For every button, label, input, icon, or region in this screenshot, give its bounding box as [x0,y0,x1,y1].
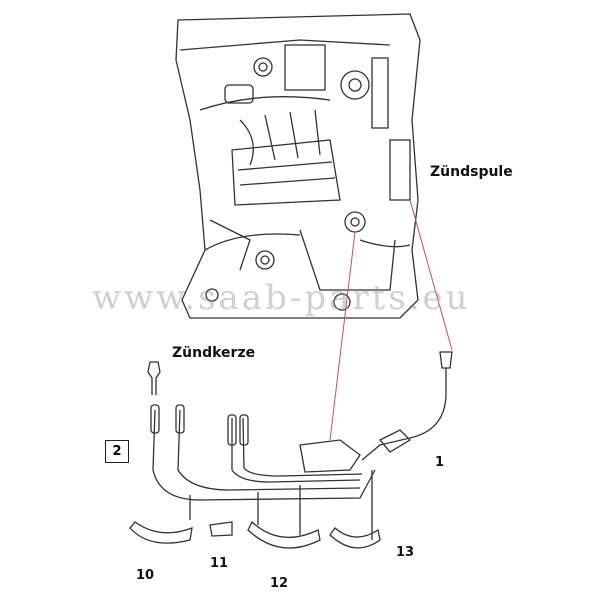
label-spark-plug: Zündkerze [172,345,256,361]
engine-bay-outline [175,13,421,319]
part-number-13: 13 [396,545,415,560]
clip-11 [209,521,233,537]
clip-10 [129,521,193,544]
leader-line-coil [409,199,453,351]
part-number-10: 10 [136,568,155,583]
part-number-1: 1 [435,455,445,470]
clip-12 [247,520,321,549]
clip-13 [329,527,381,549]
leader-line-distributor [329,231,356,441]
watermark: www.saab-parts.eu [92,278,471,318]
ignition-leads [152,409,376,501]
part-number-12: 12 [270,576,289,591]
label-ignition-coil: Zündspule [430,164,513,180]
part-number-11: 11 [210,556,229,571]
spark-plug [147,361,161,395]
part-number-2-boxed: 2 [105,440,129,463]
coil-connector [361,351,453,461]
